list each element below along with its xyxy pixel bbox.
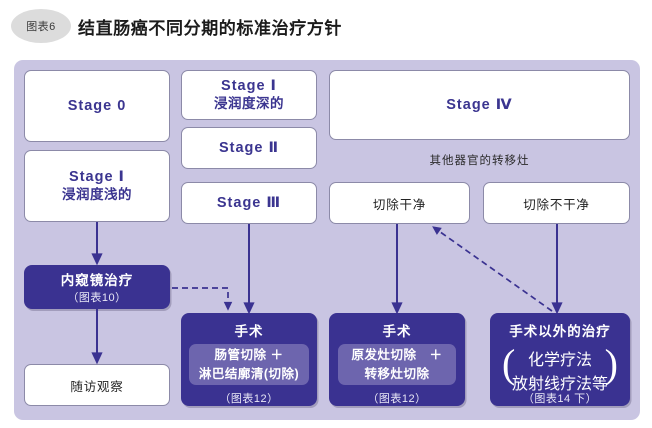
stage-2-label: Stage Ⅱ bbox=[218, 139, 280, 156]
stage-1-shallow-note: 浸润度浅的 bbox=[62, 187, 132, 203]
surgery-local-detail: 肠管切除 ＋ 淋巴结廓清(切除) bbox=[189, 344, 309, 385]
metastasis-caption: 其他器官的转移灶 bbox=[429, 155, 530, 167]
surgery-metastasis-detail: 原发灶切除 ＋ 转移灶切除 bbox=[338, 344, 456, 385]
surgery-local-title: 手术 bbox=[234, 324, 264, 339]
stage-4-label: Stage Ⅳ bbox=[446, 96, 513, 113]
stage-3-box[interactable]: Stage Ⅲ bbox=[181, 182, 317, 224]
surgery-metastasis-line1: 原发灶切除 ＋ bbox=[351, 348, 443, 363]
stage-1-shallow-label: Stage Ⅰ bbox=[69, 169, 125, 186]
surgery-metastasis-box[interactable]: 手术 原发灶切除 ＋ 转移灶切除 （图表12） bbox=[329, 313, 465, 406]
stage-1-deep-box[interactable]: Stage Ⅰ 浸润度深的 bbox=[181, 70, 317, 120]
page-title: 结直肠癌不同分期的标准治疗方针 bbox=[78, 18, 342, 38]
stage-1-deep-note: 浸润度深的 bbox=[214, 96, 284, 112]
surgery-local-box[interactable]: 手术 肠管切除 ＋ 淋巴结廓清(切除) （图表12） bbox=[181, 313, 317, 406]
figure-header: 图表6 结直肠癌不同分期的标准治疗方针 bbox=[0, 0, 652, 52]
nonsurgical-ref: （图表14 下） bbox=[522, 393, 598, 405]
surgery-metastasis-ref: （图表12） bbox=[367, 393, 427, 405]
unresectable-label: 切除不干净 bbox=[523, 197, 590, 212]
surgery-metastasis-title: 手术 bbox=[382, 324, 412, 339]
followup-label: 随访观察 bbox=[70, 379, 124, 394]
nonsurgical-line2: 放射线疗法等 bbox=[511, 376, 608, 393]
resectable-box[interactable]: 切除干净 bbox=[329, 182, 470, 224]
stage-3-label: Stage Ⅲ bbox=[216, 194, 282, 211]
nonsurgical-detail: 化学疗法 放射线疗法等 bbox=[490, 346, 630, 394]
nonsurgical-title: 手术以外的治疗 bbox=[509, 324, 611, 339]
paren-right-glyph: ) bbox=[604, 341, 618, 386]
stage-1-deep-label: Stage Ⅰ bbox=[221, 78, 277, 95]
stage-2-box[interactable]: Stage Ⅱ bbox=[181, 127, 317, 169]
stage-1-shallow-box[interactable]: Stage Ⅰ 浸润度浅的 bbox=[24, 150, 170, 222]
resectable-label: 切除干净 bbox=[372, 197, 427, 212]
surgery-local-ref: （图表12） bbox=[219, 393, 279, 405]
figure-number-badge: 图表6 bbox=[11, 9, 71, 43]
stage-0-label: Stage 0 bbox=[67, 97, 127, 114]
surgery-local-line2: 淋巴结廓清(切除) bbox=[198, 366, 300, 381]
nonsurgical-line1: 化学疗法 bbox=[527, 352, 592, 369]
endoscopy-treatment-box[interactable]: 内窥镜治疗 （图表10） bbox=[24, 265, 170, 309]
surgery-local-line1: 肠管切除 ＋ bbox=[214, 348, 284, 363]
stage-4-box[interactable]: Stage Ⅳ bbox=[329, 70, 630, 140]
surgery-metastasis-line2: 转移灶切除 bbox=[364, 366, 430, 381]
unresectable-box[interactable]: 切除不干净 bbox=[483, 182, 630, 224]
paren-left-glyph: ( bbox=[502, 341, 516, 386]
nonsurgical-treatment-box[interactable]: 手术以外的治疗 ( ) 化学疗法 放射线疗法等 （图表14 下） bbox=[490, 313, 630, 406]
endoscopy-title: 内窥镜治疗 bbox=[60, 273, 134, 288]
endoscopy-ref: （图表10） bbox=[67, 292, 127, 304]
stage-0-box[interactable]: Stage 0 bbox=[24, 70, 170, 142]
followup-box[interactable]: 随访观察 bbox=[24, 364, 170, 406]
